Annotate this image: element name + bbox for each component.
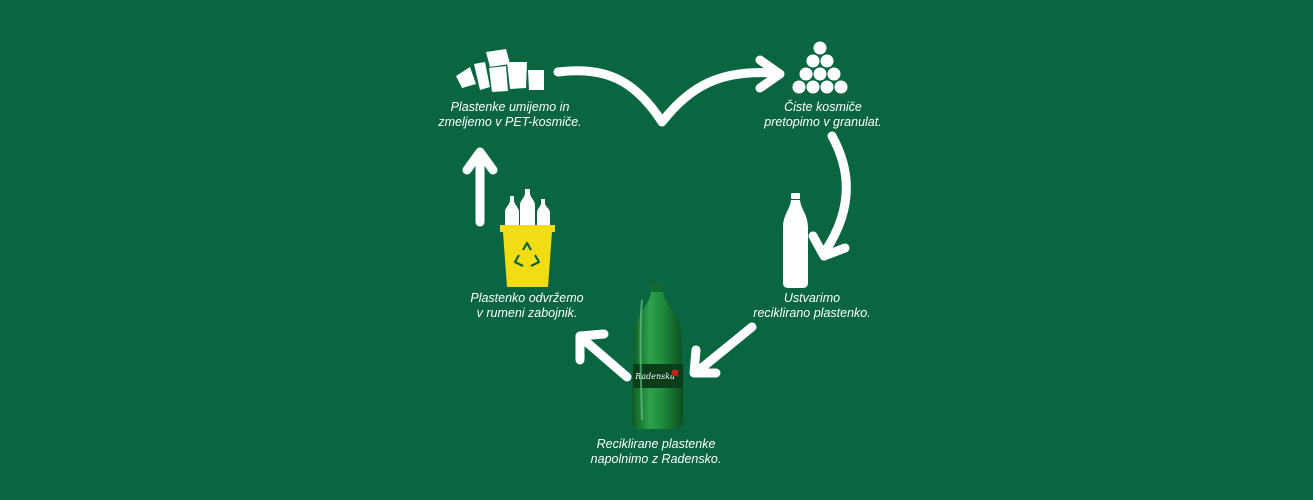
arrowhead-flakes	[462, 147, 498, 175]
step-label-bottle-line2: reciklirano plastenko.	[753, 306, 871, 320]
arrowhead-radenska	[689, 345, 721, 378]
recycle-symbol-icon	[513, 241, 541, 267]
bin-bottles	[505, 189, 550, 226]
radenska-bottle: Radenska	[632, 283, 683, 429]
step-label-bottle-line1: Ustvarimo	[783, 291, 841, 305]
step-label-granulate: Čiste kosmiče pretopimo v granulat.	[758, 100, 888, 130]
yellow-bin-icon	[500, 189, 555, 287]
step-label-granulate-line1: Čiste kosmiče	[784, 100, 862, 114]
arrowhead-bottle	[808, 231, 850, 261]
pet-flakes-icon	[456, 49, 544, 92]
step-label-bin: Plastenko odvržemo v rumeni zabojnik.	[462, 291, 592, 321]
step-label-refill-line1: Reciklirane plastenke	[596, 437, 716, 451]
cycle-arrows	[462, 55, 851, 382]
step-label-refill: Reciklirane plastenke napolnimo z Radens…	[586, 437, 726, 467]
step-label-bottle: Ustvarimo reciklirano plastenko.	[752, 291, 872, 321]
arrowhead-granulate	[755, 55, 785, 93]
white-bottle-icon	[783, 193, 808, 288]
step-label-refill-line2: napolnimo z Radensko.	[590, 452, 722, 466]
granulate-icon	[792, 41, 848, 94]
arrowhead-bin	[575, 329, 609, 365]
bottle-brand-label: Radenska	[634, 372, 675, 381]
arrow-granulate-to-bottle	[821, 131, 851, 255]
step-label-bin-line1: Plastenko odvržemo	[470, 291, 584, 305]
step-label-flakes: Plastenke umijemo in zmeljemo v PET-kosm…	[430, 100, 590, 130]
step-label-flakes-line2: zmeljemo v PET-kosmiče.	[438, 115, 582, 129]
arrow-bottle-to-radenska	[693, 322, 757, 376]
step-label-bin-line2: v rumeni zabojnik.	[476, 306, 578, 320]
step-label-granulate-line2: pretopimo v granulat.	[764, 115, 882, 129]
arrow-flakes-to-granulate	[553, 66, 777, 127]
arrow-radenska-to-bin	[578, 334, 632, 382]
step-label-flakes-line1: Plastenke umijemo in	[450, 100, 570, 114]
